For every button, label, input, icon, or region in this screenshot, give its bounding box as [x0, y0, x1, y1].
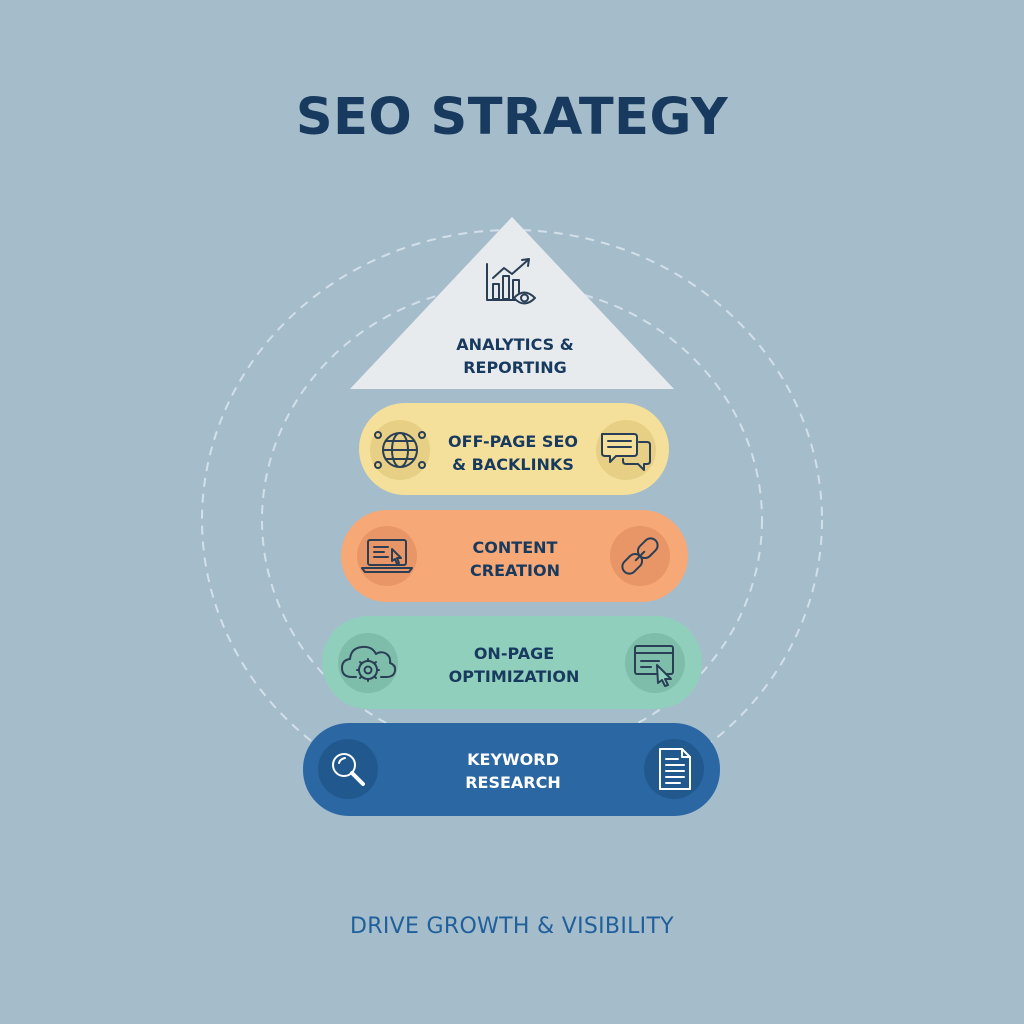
diagram-title: SEO STRATEGY: [295, 88, 729, 147]
level-keyword-research: KEYWORD RESEARCH: [303, 723, 720, 816]
chat-bubbles-icon: [601, 433, 651, 471]
globe-network-icon: [374, 431, 426, 469]
analytics-chart-eye-icon: [486, 258, 536, 305]
level-label-line-2: & BACKLINKS: [452, 455, 574, 474]
level-label-line-2: REPORTING: [463, 358, 567, 377]
level-label-line-2: RESEARCH: [465, 773, 561, 792]
level-pill-shape: [359, 403, 669, 495]
laptop-cursor-icon: [361, 539, 413, 573]
level-triangle-shape: [350, 217, 674, 389]
level-on-page-optimization: ON-PAGE OPTIMIZATION: [322, 616, 702, 709]
level-pill-shape: [341, 510, 688, 602]
chain-link-icon: [621, 537, 659, 575]
level-analytics-reporting: ANALYTICS & REPORTING: [350, 217, 674, 389]
tagline: DRIVE GROWTH & VISIBILITY: [350, 914, 674, 939]
browser-window-cursor-icon: [634, 645, 674, 687]
level-label-line-2: OPTIMIZATION: [449, 667, 580, 686]
level-label-line-1: ON-PAGE: [474, 644, 554, 663]
level-label-line-1: OFF-PAGE SEO: [448, 432, 578, 451]
icon-badge-left: [318, 739, 378, 799]
magnifier-icon: [332, 753, 365, 786]
level-content-creation: CONTENT CREATION: [341, 510, 688, 602]
document-icon: [659, 748, 691, 790]
level-label-line-2: CREATION: [470, 561, 560, 580]
level-label-line-1: ANALYTICS &: [456, 335, 573, 354]
level-pill-shape: [303, 723, 720, 816]
level-pill-shape: [322, 616, 702, 709]
level-off-page-seo: OFF-PAGE SEO & BACKLINKS: [359, 403, 669, 495]
level-label-line-1: KEYWORD: [467, 750, 559, 769]
cloud-gear-icon: [341, 645, 397, 682]
level-label-line-1: CONTENT: [473, 538, 558, 557]
